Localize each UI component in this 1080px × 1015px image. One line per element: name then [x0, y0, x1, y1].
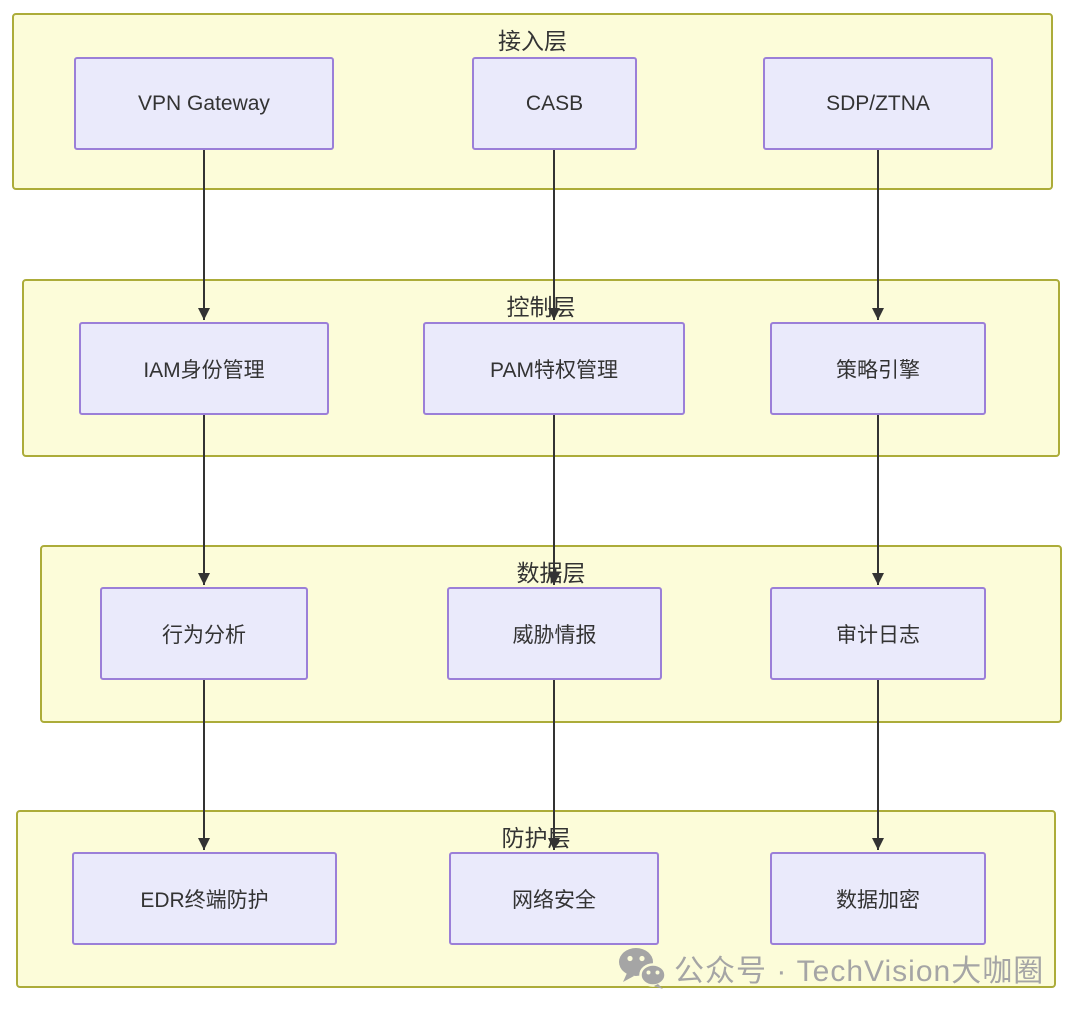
node-audit-log: 审计日志 — [770, 587, 986, 680]
node-behavior-analysis: 行为分析 — [100, 587, 308, 680]
layer-control-title: 控制层 — [506, 294, 576, 320]
node-pam: PAM特权管理 — [423, 322, 685, 415]
watermark: 公众号 · TechVision大咖圈 — [618, 946, 1044, 990]
node-network-security: 网络安全 — [449, 852, 659, 945]
node-data-encryption: 数据加密 — [770, 852, 986, 945]
node-casb: CASB — [472, 57, 637, 150]
node-vpn-gateway: VPN Gateway — [74, 57, 334, 150]
wechat-icon — [619, 948, 666, 989]
node-iam: IAM身份管理 — [79, 322, 329, 415]
layer-access-title: 接入层 — [498, 28, 567, 54]
node-threat-intel: 威胁情报 — [447, 587, 662, 680]
node-policy-engine: 策略引擎 — [770, 322, 986, 415]
node-edr: EDR终端防护 — [72, 852, 337, 945]
node-sdp-ztna: SDP/ZTNA — [763, 57, 993, 150]
watermark-text: 公众号 · TechVision大咖圈 — [674, 955, 1045, 988]
